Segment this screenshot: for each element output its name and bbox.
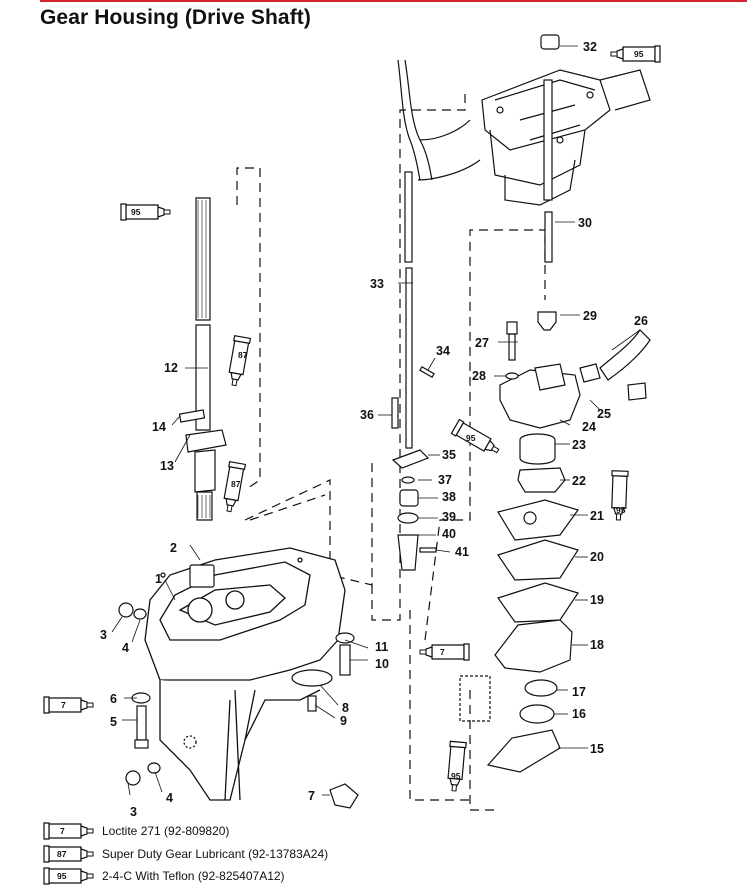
part-label: 38 xyxy=(442,490,456,504)
part-label: 41 xyxy=(455,545,469,559)
water-pump-parts xyxy=(391,34,651,773)
part-label: 33 xyxy=(370,277,384,291)
tube-95-shaft xyxy=(120,203,171,221)
svg-text:7: 7 xyxy=(61,700,66,710)
part-label: 6 xyxy=(110,692,117,706)
part-label: 3 xyxy=(130,805,137,819)
part-label: 26 xyxy=(634,314,648,328)
part-label: 7 xyxy=(308,789,315,803)
svg-text:87: 87 xyxy=(231,479,241,489)
svg-text:95: 95 xyxy=(634,49,644,59)
part-label: 32 xyxy=(583,40,597,54)
part-label: 10 xyxy=(375,657,389,671)
part-label: 4 xyxy=(166,791,173,805)
part-number-labels: 1 2 3 3 4 4 5 6 7 8 9 10 11 12 13 14 15 … xyxy=(100,40,648,819)
part-label: 34 xyxy=(436,344,450,358)
legend-tubes: 7 87 95 xyxy=(43,822,94,885)
svg-text:95: 95 xyxy=(131,207,141,217)
part-label: 39 xyxy=(442,510,456,524)
part-label: 21 xyxy=(590,509,604,523)
legend-label: Loctite 271 (92-809820) xyxy=(102,824,230,838)
part-label: 15 xyxy=(590,742,604,756)
part-label: 4 xyxy=(122,641,129,655)
part-label: 37 xyxy=(438,473,452,487)
fasteners xyxy=(118,564,359,809)
part-label: 16 xyxy=(572,707,586,721)
part-label: 28 xyxy=(472,369,486,383)
part-label: 1 xyxy=(155,572,162,586)
tube-95-pump xyxy=(450,418,503,459)
part-label: 2 xyxy=(170,541,177,555)
leader-lines xyxy=(111,45,641,796)
svg-text:95: 95 xyxy=(57,871,67,881)
part-label: 23 xyxy=(572,438,586,452)
part-label: 30 xyxy=(578,216,592,230)
part-label: 35 xyxy=(442,448,456,462)
legend-label: Super Duty Gear Lubricant (92-13783A24) xyxy=(102,847,329,861)
part-label: 3 xyxy=(100,628,107,642)
part-label: 36 xyxy=(360,408,374,422)
part-label: 24 xyxy=(582,420,596,434)
tube-7-left xyxy=(43,696,94,714)
tube-87-upper xyxy=(225,335,251,388)
svg-text:95: 95 xyxy=(466,433,476,443)
svg-text:87: 87 xyxy=(57,849,67,859)
part-label: 14 xyxy=(152,420,166,434)
part-label: 27 xyxy=(475,336,489,350)
part-label: 5 xyxy=(110,715,117,729)
part-label: 29 xyxy=(583,309,597,323)
tube-95-bottom xyxy=(445,740,467,793)
part-label: 17 xyxy=(572,685,586,699)
upper-housing xyxy=(397,59,651,206)
svg-text:87: 87 xyxy=(238,350,248,360)
part-label: 12 xyxy=(164,361,178,375)
part-label: 25 xyxy=(597,407,611,421)
svg-text:95: 95 xyxy=(616,505,626,515)
svg-text:7: 7 xyxy=(440,647,445,657)
part-label: 13 xyxy=(160,459,174,473)
part-label: 8 xyxy=(342,701,349,715)
page-title: Gear Housing (Drive Shaft) xyxy=(40,6,311,29)
legend-label: 2-4-C With Teflon (92-825407A12) xyxy=(102,869,285,883)
svg-text:95: 95 xyxy=(451,771,461,781)
title-rule xyxy=(40,0,747,2)
drive-shaft xyxy=(178,197,227,521)
svg-text:7: 7 xyxy=(60,826,65,836)
lubricant-tubes: 95 95 87 87 95 95 7 7 95 xyxy=(43,45,661,793)
part-label: 19 xyxy=(590,593,604,607)
part-label: 18 xyxy=(590,638,604,652)
part-label: 40 xyxy=(442,527,456,541)
part-label: 11 xyxy=(375,640,388,654)
part-label: 9 xyxy=(340,714,347,728)
part-label: 22 xyxy=(572,474,586,488)
part-label: 20 xyxy=(590,550,604,564)
